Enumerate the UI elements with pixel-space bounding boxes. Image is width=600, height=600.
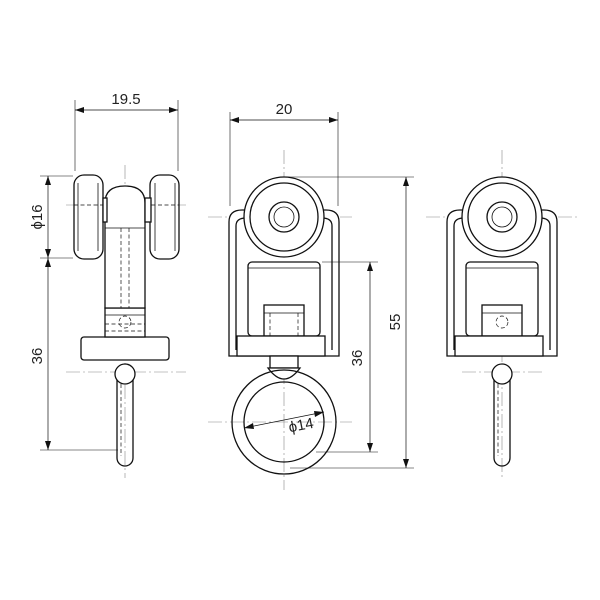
dim-ring-dia — [243, 411, 325, 429]
right-pin — [491, 363, 513, 467]
label-side-width: 19.5 — [111, 91, 140, 108]
side-base-plate — [80, 336, 170, 361]
front-wheel — [243, 176, 325, 258]
front-ring — [231, 369, 337, 475]
side-neck — [104, 307, 146, 338]
right-bottom-bar — [454, 335, 544, 357]
side-view: 19.5 ϕ16 36 — [29, 91, 186, 478]
side-axle-right — [144, 197, 152, 223]
label-overall-height: 55 — [387, 314, 404, 331]
label-wheel-dia: ϕ16 — [29, 204, 46, 229]
label-ring-dia: ϕ14 — [287, 415, 315, 436]
dim-wheel-dia — [40, 175, 73, 259]
front-bottom-bar — [236, 335, 326, 357]
dim-side-height — [40, 258, 118, 451]
side-pin — [114, 363, 136, 467]
dim-side-width — [74, 100, 179, 171]
dim-front-width — [229, 112, 339, 206]
label-side-height: 36 — [29, 348, 46, 365]
side-body — [104, 185, 146, 309]
side-wheel-left — [73, 174, 105, 260]
right-wheel — [461, 176, 543, 258]
front-neck — [263, 304, 305, 337]
front-pin — [266, 355, 302, 380]
right-neck — [481, 304, 523, 337]
label-front-width: 20 — [276, 101, 293, 118]
side-axle-left — [102, 197, 108, 223]
front-view: 20 36 55 ϕ14 — [208, 101, 414, 490]
label-front-inner-height: 36 — [349, 350, 366, 367]
dim-front-inner-height — [316, 261, 378, 453]
side-wheel-right — [145, 174, 180, 260]
dim-overall-height — [286, 176, 414, 469]
front-view-2 — [426, 150, 580, 478]
